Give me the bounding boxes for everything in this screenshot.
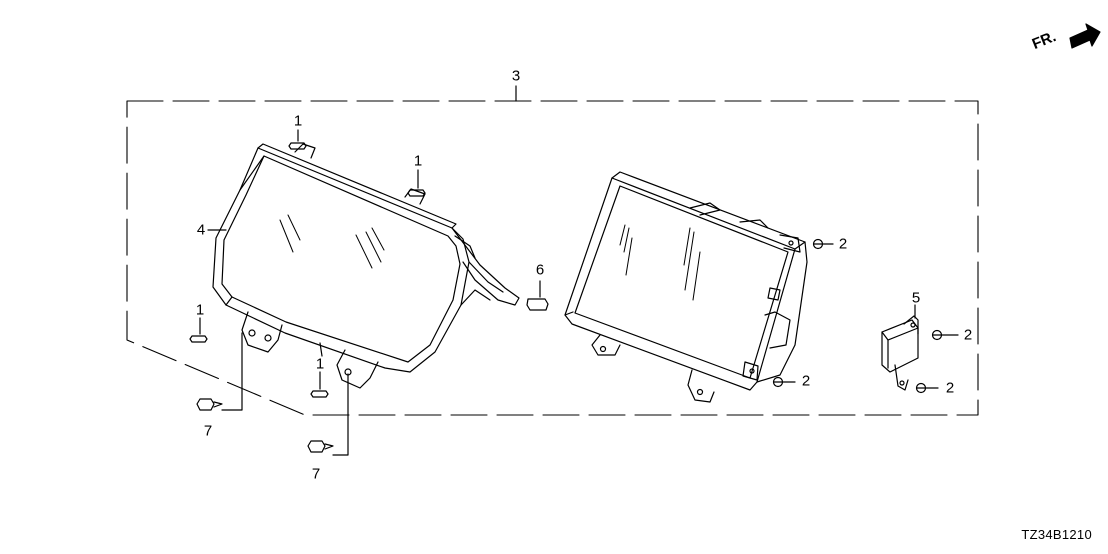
assembly-boundary <box>126 100 979 416</box>
callout-2c: 2 <box>963 326 973 344</box>
bulb-1a <box>288 129 307 150</box>
screw-7b <box>307 373 349 456</box>
instrument-cluster <box>212 143 520 389</box>
screw-2b <box>772 376 796 388</box>
callout-3: 3 <box>511 67 521 85</box>
bulb-1c <box>189 317 208 343</box>
module-5 <box>881 304 919 391</box>
bulb-1b <box>407 169 426 197</box>
screw-2c <box>931 329 959 341</box>
callout-6: 6 <box>535 261 545 279</box>
callout-5: 5 <box>911 289 921 307</box>
callout-1b: 1 <box>413 152 423 170</box>
screw-7a <box>196 332 243 411</box>
callout-2d: 2 <box>945 379 955 397</box>
callout-1d: 1 <box>315 355 325 373</box>
callout-7b: 7 <box>311 465 321 483</box>
display-unit <box>564 171 808 403</box>
callout-2b: 2 <box>801 372 811 390</box>
callout-2a: 2 <box>838 235 848 253</box>
part-6-connector <box>526 280 549 311</box>
front-arrow-icon <box>1069 23 1101 49</box>
screw-2a <box>812 238 834 250</box>
bulb-1d <box>310 371 329 398</box>
callout-1a: 1 <box>293 112 303 130</box>
screw-2d <box>915 382 939 394</box>
callout-7a: 7 <box>203 422 213 440</box>
drawing-code: TZ34B1210 <box>1021 527 1092 542</box>
callout-4: 4 <box>196 221 206 239</box>
callout-1c: 1 <box>195 301 205 319</box>
